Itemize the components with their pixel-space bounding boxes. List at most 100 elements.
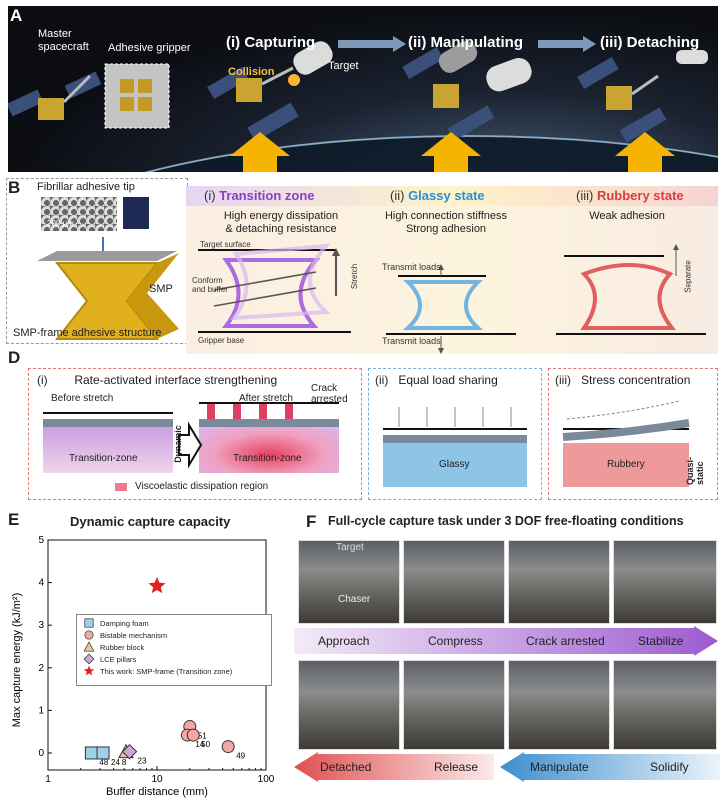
photo-manipulate xyxy=(508,660,610,750)
transmit-loads-bottom: Transmit loads xyxy=(382,336,441,346)
data-label: 14 xyxy=(195,740,204,749)
panel-d-i: (i) Rate-activated interface strengtheni… xyxy=(28,368,362,500)
x-axis-label: Buffer distance (mm) xyxy=(106,786,208,798)
up-arrow-1 xyxy=(230,132,290,172)
up-arrow-3 xyxy=(615,132,675,172)
header-transition: (i) Transition zone xyxy=(204,188,315,203)
step-approach: Approach xyxy=(318,634,370,648)
step-crack-arrested: Crack arrested xyxy=(526,634,605,648)
legend-label: Damping foam xyxy=(100,618,149,628)
legend-label: Bistable mechanism xyxy=(100,630,168,640)
smp-label: SMP xyxy=(149,283,173,295)
transition-arrow xyxy=(178,421,203,469)
fibrillar-tip-title: Fibrillar adhesive tip xyxy=(37,181,135,193)
master-spacecraft-label: Master spacecraft xyxy=(38,28,89,53)
master-spacecraft-4 xyxy=(577,50,708,143)
legend-entry: This work: SMP-frame (Transition zone) xyxy=(81,665,267,677)
target-cylinder-2 xyxy=(486,57,532,92)
tz-block-before xyxy=(43,427,173,473)
adhesive-gripper-label: Adhesive gripper xyxy=(108,42,191,54)
after-stretch-label: After stretch xyxy=(239,393,293,404)
glassy-block xyxy=(383,443,527,487)
space-scene xyxy=(8,36,718,172)
data-point-circle: 50 xyxy=(186,728,211,749)
photo-crack-arrested xyxy=(508,540,610,624)
tz-label-before: Transition-zone xyxy=(69,453,138,464)
step-solidify: Solidify xyxy=(650,760,689,774)
panel-label-b: B xyxy=(8,178,21,197)
gripper-base-label: Gripper base xyxy=(198,336,245,345)
data-label: 49 xyxy=(236,752,245,761)
quasi-static-label: Quasi-static xyxy=(685,456,705,485)
header-glassy: (ii) Glassy state xyxy=(390,188,485,203)
dynamic-label: Dynamic xyxy=(172,425,183,463)
master-spacecraft-2 xyxy=(207,41,333,142)
panel-d-ii: (ii) Equal load sharing Glassy xyxy=(368,368,542,500)
smp-frame-illustration xyxy=(37,237,179,340)
legend-marker xyxy=(84,618,94,628)
x-tick-label: 100 xyxy=(258,774,275,785)
chaser-photo-label: Chaser xyxy=(338,594,371,605)
step-detached: Detached xyxy=(320,760,372,774)
crack-arrested-label: Crack arrested xyxy=(311,383,348,405)
conform-label: Conform and buffer xyxy=(192,276,228,294)
legend-label: LCE pillars xyxy=(100,654,137,664)
data-label: 8 xyxy=(122,758,127,767)
photo-detached xyxy=(298,660,400,750)
photo-approach xyxy=(298,540,400,624)
forward-arrow xyxy=(294,626,718,656)
legend-marker xyxy=(84,630,94,640)
y-tick-label: 0 xyxy=(38,748,44,759)
master-spacecraft-3 xyxy=(402,41,532,141)
panel-label-d: D xyxy=(8,348,21,367)
photo-solidify xyxy=(613,660,717,750)
rubbery-frame xyxy=(580,263,677,330)
separate-label: Separate xyxy=(683,260,693,293)
target-cylinder-1 xyxy=(293,41,333,75)
legend-entry: LCE pillars xyxy=(81,653,267,665)
data-label: 24 xyxy=(111,758,120,767)
panel-label-e: E xyxy=(8,510,20,529)
transition-frame xyxy=(221,258,321,328)
photo-stabilize xyxy=(613,540,717,624)
step-arrow-2 xyxy=(538,36,596,52)
before-stretch-label: Before stretch xyxy=(51,393,114,404)
rubbery-block xyxy=(563,443,689,487)
photo-compress xyxy=(403,540,505,624)
collision-label: Collision xyxy=(228,66,275,78)
gripper-zoom xyxy=(104,63,170,129)
y-tick-label: 3 xyxy=(38,620,44,631)
desc-transition: High energy dissipation & detaching resi… xyxy=(223,210,339,235)
target-label: Target xyxy=(328,60,359,72)
transmit-loads-top: Transmit loads xyxy=(382,262,441,272)
dissipation-legend-swatch xyxy=(115,483,127,491)
desc-rubbery: Weak adhesion xyxy=(589,210,665,222)
desc-glassy: High connection stiffness Strong adhesio… xyxy=(384,210,508,235)
legend-label: Rubber block xyxy=(100,642,145,652)
data-point-square: 24 xyxy=(96,746,121,767)
header-rubbery: (iii) Rubbery state xyxy=(576,188,684,203)
panel-b: Fibrillar adhesive tip 200 μm SMP SMP-fr… xyxy=(6,178,188,344)
y-tick-label: 2 xyxy=(38,663,44,674)
data-point-diamond: 23 xyxy=(121,743,147,766)
data-label: 48 xyxy=(99,758,108,767)
earth-horizon xyxy=(144,135,718,172)
step-stabilize: Stabilize xyxy=(638,634,684,648)
legend-entry: Damping foam xyxy=(81,617,267,629)
target-surface-label: Target surface xyxy=(200,240,251,249)
y-tick-label: 5 xyxy=(38,535,44,546)
chart-title: Dynamic capture capacity xyxy=(70,514,231,529)
panel-a-scene: Master spacecraft Adhesive gripper (i) C… xyxy=(8,6,718,172)
d-i-title: (i) Rate-activated interface strengtheni… xyxy=(37,373,278,387)
data-label: 51 xyxy=(198,732,207,741)
photo-release xyxy=(403,660,505,750)
rubbery-label: Rubbery xyxy=(607,459,645,470)
legend-marker xyxy=(83,653,95,665)
y-axis-label: Max capture energy (kJ/m²) xyxy=(11,593,23,727)
panel-c: (i) Transition zone (ii) Glassy state (i… xyxy=(186,186,718,354)
target-cylinder-3 xyxy=(676,50,708,64)
tz-label-after: Transition-zone xyxy=(233,453,302,464)
step-manipulate: Manipulate xyxy=(530,760,589,774)
f-title: Full-cycle capture task under 3 DOF free… xyxy=(328,514,684,528)
